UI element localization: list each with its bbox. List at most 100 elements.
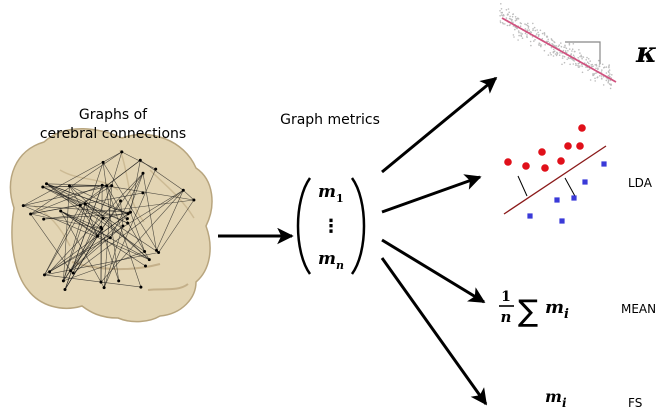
brain-connection-edge [49, 190, 184, 272]
scatter-point [500, 3, 502, 5]
scatter-point [533, 40, 535, 42]
scatter-point [566, 58, 568, 61]
scatter-point [505, 9, 508, 11]
lda-plot [503, 124, 607, 224]
brain-node [63, 288, 67, 291]
brain-sulcus-3 [149, 169, 195, 219]
scatter-point [550, 53, 552, 56]
brain-connection-edge [64, 185, 103, 290]
scatter-point [581, 65, 583, 68]
scatter-point [586, 56, 588, 59]
scatter-point [605, 72, 608, 74]
brain-node [117, 279, 121, 283]
scatter-point [526, 24, 529, 27]
scatter-point [586, 61, 589, 63]
kappa-symbol: κ [635, 36, 657, 69]
scatter-point [552, 51, 555, 53]
brain-node [105, 184, 109, 188]
scatter-point [526, 36, 528, 39]
scatter-point [608, 65, 610, 68]
brain-connection-edge [183, 190, 195, 201]
brain-connection-edge [80, 185, 112, 206]
lda-decision-line [503, 145, 607, 215]
brain-node [144, 264, 147, 268]
scatter-point [547, 38, 549, 41]
scatter-point [568, 48, 571, 50]
scatter-point [595, 63, 598, 66]
scatter-point [515, 18, 517, 20]
vector-right-paren [350, 177, 366, 275]
scatter-point [510, 18, 512, 20]
brain-connection-edge [69, 185, 129, 214]
scatter-point [593, 73, 596, 75]
scatter-point [571, 50, 573, 52]
brain-sulcus-4 [33, 205, 71, 247]
fs-term: mi [545, 387, 567, 410]
scatter-point [536, 29, 538, 31]
scatter-point [517, 39, 519, 41]
brain-connection-edge [130, 160, 141, 213]
scatter-point [524, 28, 527, 30]
scatter-point [572, 63, 575, 65]
brain-connection-edge [142, 173, 157, 251]
brain-connection-edge [63, 251, 145, 282]
scatter-point [598, 65, 601, 68]
scatter-point [575, 62, 577, 65]
scatter-point [506, 14, 509, 16]
lda-class-a-points [504, 124, 586, 172]
scatter-point [515, 19, 518, 21]
scatter-point [611, 74, 613, 76]
mean-sum-term: mi [545, 297, 569, 322]
scatter-point [598, 63, 601, 66]
brain-node [143, 250, 147, 253]
brain-illustration [9, 128, 213, 323]
scatter-point [532, 29, 534, 32]
brain-connection-edge [70, 225, 124, 271]
scatter-point [512, 21, 514, 24]
scatter-point [607, 81, 609, 84]
metrics-title: Graph metrics [280, 112, 380, 128]
scatter-point [508, 11, 511, 14]
lda-label: LDA [628, 176, 653, 190]
scatter-point [595, 67, 597, 70]
lda-class-b-point [582, 179, 588, 185]
scatter-point [505, 17, 508, 19]
brain-connection-edge [100, 190, 184, 283]
scatter-point [585, 66, 587, 68]
brain-connection-edge [23, 151, 122, 206]
scatter-point [537, 35, 540, 37]
scatter-point [527, 27, 530, 29]
scatter-point [600, 71, 603, 73]
scatter-point [539, 42, 541, 45]
arrow-to-kappa [381, 76, 498, 174]
scatter-point [570, 53, 573, 55]
scatter-point [610, 84, 612, 86]
brain-connection-edge [127, 173, 144, 214]
brain-connection-edge [30, 151, 122, 215]
scatter-point [585, 59, 587, 61]
brain-connection-edge [30, 204, 81, 215]
scatter-point [597, 59, 600, 62]
scatter-point [551, 39, 554, 42]
brain-node [61, 279, 65, 283]
scatter-point [603, 66, 605, 69]
scatter-point [543, 32, 546, 34]
scatter-point [609, 87, 612, 90]
scatter-point [538, 34, 540, 36]
brain-connection-edge [102, 184, 194, 201]
scatter-point [605, 66, 608, 68]
lda-class-a-point [578, 124, 586, 132]
scatter-point [509, 15, 511, 18]
scatter-point [589, 79, 592, 81]
brain-node [192, 198, 196, 202]
scatter-point [527, 22, 529, 25]
scatter-point [539, 44, 541, 47]
brain-node [21, 204, 25, 208]
brain-connection-edge [85, 203, 150, 260]
brain-node [69, 269, 73, 273]
brain-connection-edge [63, 185, 70, 281]
brain-node [78, 203, 82, 207]
brain-node [141, 171, 145, 175]
slope-triangle [565, 41, 601, 64]
lda-class-a-point [522, 162, 530, 170]
